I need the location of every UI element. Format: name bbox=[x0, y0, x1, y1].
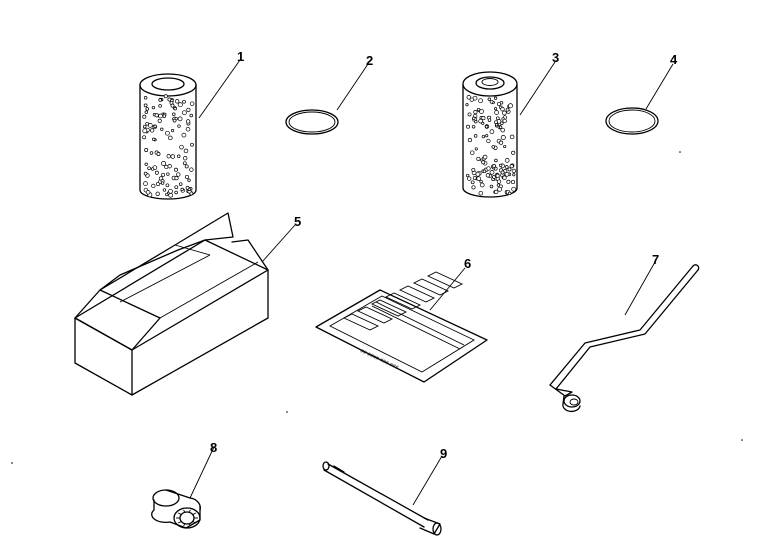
callout-3: 3 bbox=[552, 50, 559, 65]
callout-6: 6 bbox=[464, 256, 471, 271]
cylindrical-filter-element-icon bbox=[462, 71, 518, 198]
callout-4: 4 bbox=[670, 52, 678, 67]
cylindrical-filter-element-icon bbox=[139, 73, 197, 200]
callout-5: 5 bbox=[294, 214, 301, 229]
label-sheet-text: ## #### ### ### bbox=[359, 348, 400, 371]
leader-line-7 bbox=[624, 261, 656, 316]
callout-1: 1 bbox=[237, 49, 244, 64]
leader-line-6 bbox=[429, 267, 466, 311]
leader-line-3 bbox=[519, 61, 556, 116]
leader-line-8 bbox=[189, 446, 215, 499]
o-ring-icon bbox=[605, 107, 659, 135]
leader-line-2 bbox=[336, 63, 369, 111]
leader-line-9 bbox=[412, 455, 443, 506]
o-ring-icon bbox=[285, 109, 339, 135]
leader-line-4 bbox=[645, 63, 674, 110]
cardboard-box-icon bbox=[74, 212, 269, 396]
leader-line-5 bbox=[261, 224, 296, 263]
callout-8: 8 bbox=[210, 440, 217, 455]
callout-9: 9 bbox=[440, 446, 447, 461]
leader-line-1 bbox=[198, 59, 241, 119]
bent-wrench-bar-icon bbox=[549, 264, 700, 413]
socket-icon bbox=[151, 489, 201, 529]
callout-2: 2 bbox=[366, 53, 373, 68]
extension-bar-icon bbox=[322, 461, 442, 536]
callout-7: 7 bbox=[652, 252, 659, 267]
label-sheet-icon: ## #### ### ### bbox=[315, 271, 488, 383]
